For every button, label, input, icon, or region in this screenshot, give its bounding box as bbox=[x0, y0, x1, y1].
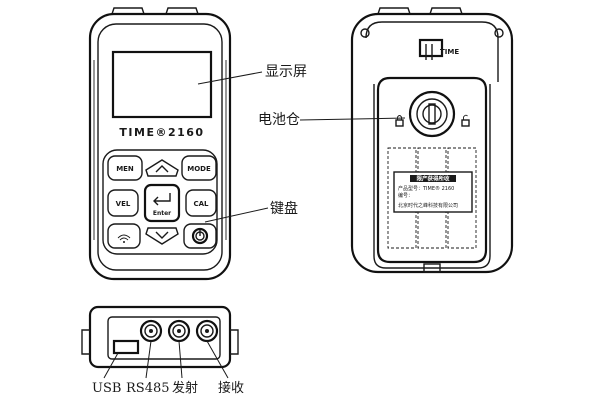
callout-keypad: 键盘 bbox=[204, 200, 298, 223]
back-bump-left bbox=[360, 28, 370, 38]
bottom-step-right bbox=[230, 329, 239, 355]
receive-port[interactable] bbox=[195, 319, 219, 343]
callout-display: 显示屏 bbox=[197, 64, 307, 85]
leader-receive bbox=[206, 340, 229, 379]
label-line2: 编号： bbox=[398, 192, 413, 199]
callout-rs485-label: RS485 bbox=[126, 381, 170, 396]
label-line1: 产品型号：TIME® 2160 bbox=[398, 185, 454, 192]
wireless-icon bbox=[117, 234, 131, 243]
unlock-icon bbox=[461, 114, 470, 127]
callout-usb-label: USB bbox=[92, 381, 121, 396]
enter-key[interactable]: Enter bbox=[143, 183, 181, 223]
front-inner-bezel bbox=[97, 23, 223, 271]
front-top-ridge-right bbox=[165, 7, 199, 15]
callout-battery-label: 电池仓 bbox=[258, 112, 300, 128]
usb-port[interactable] bbox=[112, 339, 140, 355]
power-icon bbox=[191, 227, 209, 245]
cal-key[interactable]: CAL bbox=[185, 189, 217, 217]
battery-door bbox=[376, 76, 488, 264]
back-label-sticker: 限产获得所收 产品型号：TIME® 2160 编号： 北京时代之峰科技有限公司 bbox=[393, 171, 473, 213]
power-key[interactable] bbox=[183, 223, 217, 249]
keypad-frame bbox=[102, 149, 218, 255]
enter-arrow-icon bbox=[153, 193, 171, 206]
back-view: TIME 限产获得所收 bbox=[350, 7, 514, 274]
back-top-cap bbox=[365, 21, 499, 82]
lock-icon bbox=[395, 115, 404, 127]
front-outer-body bbox=[88, 12, 232, 281]
arrow-up-icon bbox=[155, 165, 169, 173]
mode-key-label: MODE bbox=[187, 165, 211, 173]
label-title: 限产获得所收 bbox=[416, 175, 450, 183]
vel-key[interactable]: VEL bbox=[107, 189, 139, 217]
display-screen bbox=[111, 50, 213, 119]
bottom-inner-panel bbox=[107, 316, 221, 360]
transmit-port[interactable] bbox=[167, 319, 191, 343]
leader-transmit bbox=[178, 340, 183, 379]
down-key[interactable] bbox=[145, 227, 179, 245]
front-top-ridge-left bbox=[111, 7, 145, 15]
callout-display-label: 显示屏 bbox=[265, 64, 307, 80]
vel-key-label: VEL bbox=[116, 200, 131, 208]
callout-transmit-label: 发射 bbox=[172, 380, 198, 396]
back-top-ridge-left bbox=[377, 7, 411, 15]
men-key[interactable]: MEN bbox=[107, 155, 143, 181]
callout-receive-label: 接收 bbox=[218, 380, 244, 396]
back-bump-right bbox=[494, 28, 504, 38]
front-brand-label: TIME®2160 bbox=[119, 126, 204, 139]
battery-lock[interactable] bbox=[408, 90, 456, 138]
battery-door-outer bbox=[373, 84, 491, 269]
back-top-ridge-right bbox=[429, 7, 463, 15]
front-view: TIME®2160 MEN MODE VEL bbox=[88, 7, 232, 281]
up-key[interactable] bbox=[145, 159, 179, 177]
bottom-view: USB RS485 发射 接收 bbox=[81, 305, 244, 396]
bottom-step-left bbox=[81, 329, 90, 355]
bottom-outer-body bbox=[88, 305, 232, 369]
wireless-key[interactable] bbox=[107, 223, 141, 249]
men-key-label: MEN bbox=[116, 165, 134, 173]
rs485-port[interactable] bbox=[139, 319, 163, 343]
back-logo: TIME bbox=[418, 38, 459, 60]
mode-key[interactable]: MODE bbox=[181, 155, 217, 181]
callout-keypad-label: 键盘 bbox=[270, 200, 298, 217]
back-logo-text: TIME bbox=[440, 48, 459, 56]
callout-battery: 电池仓 bbox=[258, 112, 406, 128]
back-bottom-notch bbox=[423, 263, 441, 273]
leader-usb bbox=[103, 352, 119, 379]
label-line3: 北京时代之峰科技有限公司 bbox=[398, 202, 458, 209]
cal-key-label: CAL bbox=[193, 200, 209, 208]
enter-key-label: Enter bbox=[153, 210, 171, 217]
leader-rs485 bbox=[145, 340, 152, 379]
arrow-down-icon bbox=[155, 231, 169, 239]
